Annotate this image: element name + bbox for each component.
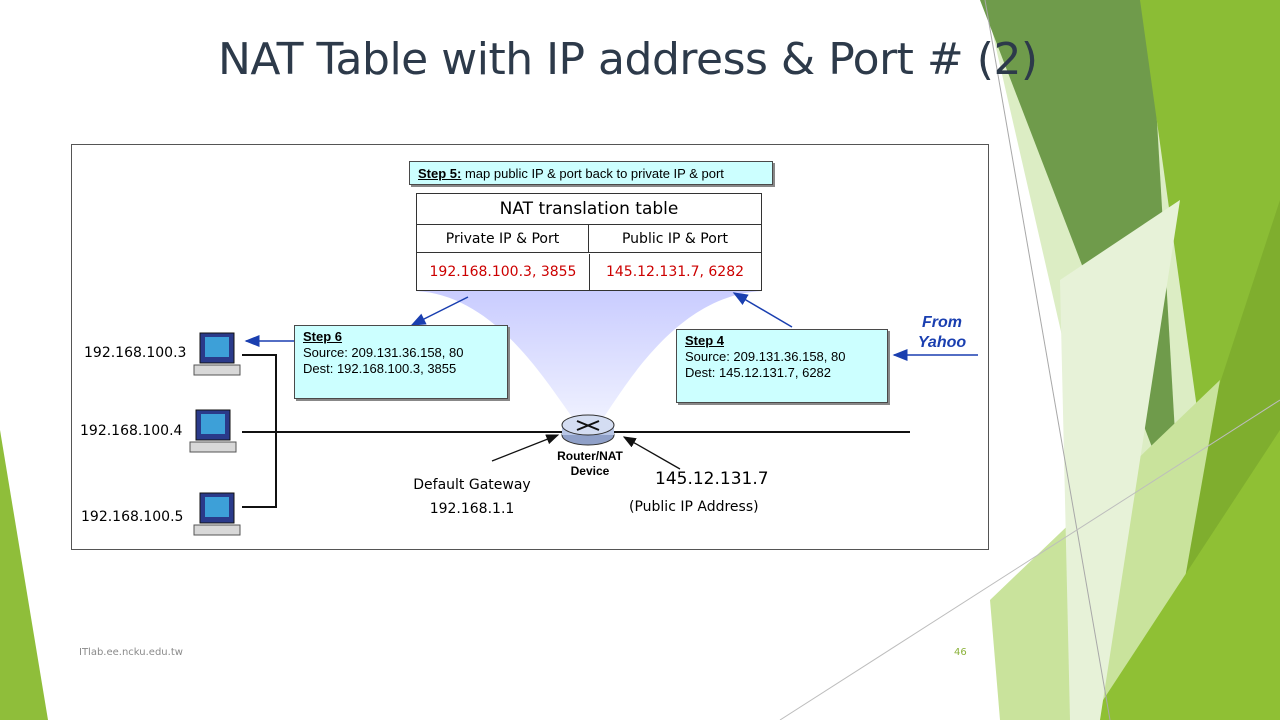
nat-translation-table: NAT translation table Private IP & Port … (416, 193, 762, 291)
step4-label: Step 4 (685, 333, 725, 348)
step4-source: Source: 209.131.36.158, 80 (685, 349, 846, 364)
nat-header-private: Private IP & Port (417, 225, 589, 253)
public-ip-value: 145.12.131.7 (655, 469, 769, 489)
router-label-line1: Router/NAT (557, 449, 623, 463)
left-green-wedge (0, 430, 48, 720)
host-label-3: 192.168.100.5 (81, 509, 184, 525)
step6-label: Step 6 (303, 329, 343, 344)
computer-icon-2 (189, 409, 237, 453)
arrow-public-to-router (622, 436, 681, 470)
arrow-table-to-step6 (410, 296, 469, 326)
step5-label: Step 5: (418, 166, 462, 181)
footer-url: ITlab.ee.ncku.edu.tw (79, 647, 183, 658)
step5-text: map public IP & port back to private IP … (464, 166, 724, 181)
host-label-1: 192.168.100.3 (84, 345, 187, 361)
thin-line-2 (779, 399, 1280, 720)
nat-diagram: Step 5: map public IP & port back to pri… (71, 144, 989, 550)
computer-icon-1 (193, 332, 241, 376)
step6-box: Step 6 Source: 209.131.36.158, 80 Dest: … (294, 325, 508, 399)
host-label-2: 192.168.100.4 (80, 423, 183, 439)
thin-line-1 (984, 0, 1111, 720)
nat-cell-private: 192.168.100.3, 3855 (417, 254, 590, 290)
router-label: Router/NAT Device (550, 449, 630, 479)
bottom-green-band (1090, 430, 1280, 720)
page-number: 46 (954, 647, 967, 658)
diagram-drawing (189, 291, 978, 536)
step4-box: Step 4 Source: 209.131.36.158, 80 Dest: … (676, 329, 888, 403)
gateway-title: Default Gateway (413, 477, 531, 493)
step5-box: Step 5: map public IP & port back to pri… (409, 161, 773, 185)
step6-source: Source: 209.131.36.158, 80 (303, 345, 464, 360)
step6-dest: Dest: 192.168.100.3, 3855 (303, 361, 457, 376)
nat-cell-public: 145.12.131.7, 6282 (605, 264, 745, 280)
router-icon (561, 414, 615, 446)
default-gateway-label: Default Gateway 192.168.1.1 (392, 473, 552, 521)
nat-table-title: NAT translation table (417, 194, 761, 225)
gateway-ip: 192.168.1.1 (429, 501, 515, 517)
public-ip-label: (Public IP Address) (629, 499, 759, 515)
funnel-shape (416, 291, 762, 417)
computer-icon-3 (193, 492, 241, 536)
slide-title: NAT Table with IP address & Port # (2) (218, 34, 1038, 85)
center-pale-band (1060, 200, 1180, 720)
router-label-line2: Device (570, 464, 610, 478)
arrow-gateway-to-router (491, 434, 560, 462)
step4-dest: Dest: 145.12.131.7, 6282 (685, 365, 832, 380)
from-yahoo-label: From Yahoo (917, 314, 967, 351)
arrow-step4-to-table (732, 292, 793, 328)
nat-header-public: Public IP & Port (589, 225, 761, 253)
